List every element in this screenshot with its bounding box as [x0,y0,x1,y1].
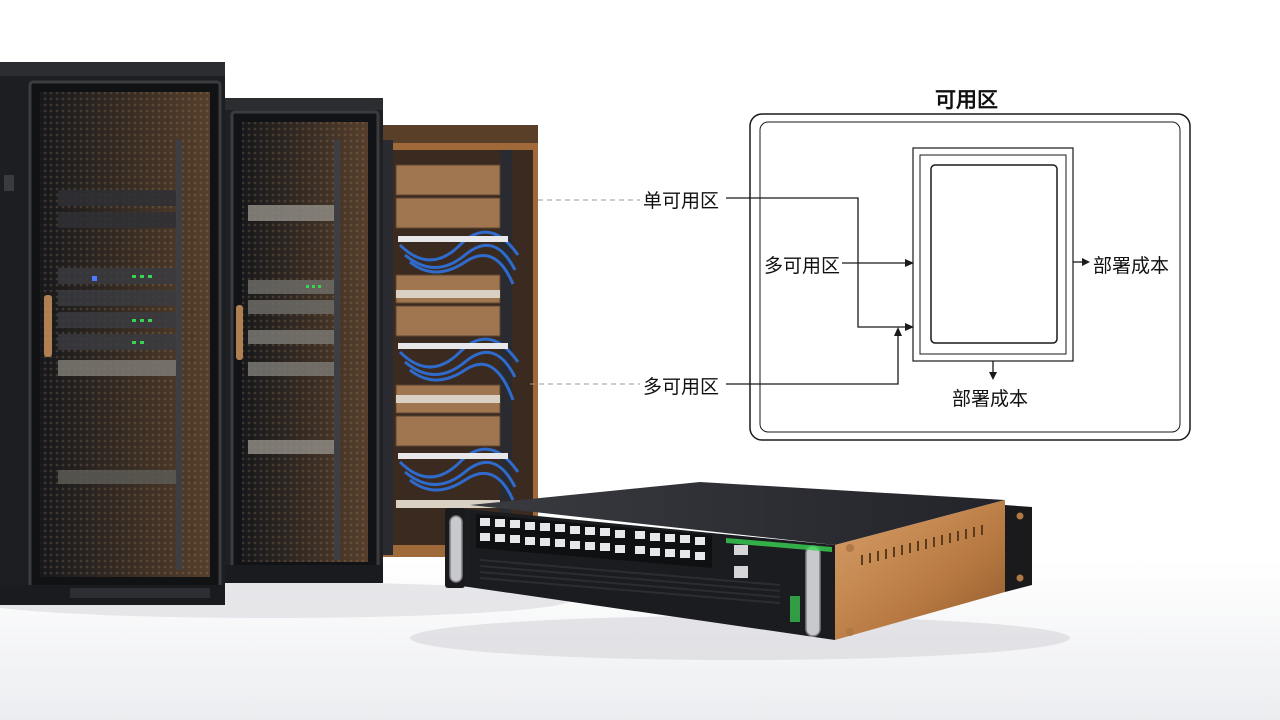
network-switch [445,482,1032,640]
availability-zone-outer-box [749,113,1191,441]
label-single-availability-zone: 单可用区 [643,190,720,212]
deployment-outer-frame [912,147,1074,362]
diagram-title: 可用区 [935,88,998,112]
server-rack-2 [225,98,383,583]
server-rack-3-open [383,125,538,557]
availability-zone-inner-box [759,121,1181,433]
deployment-inner-frame [930,164,1058,344]
availability-zone-diagram [726,113,1191,441]
server-rack-1 [0,62,225,605]
deployment-middle-frame [919,154,1067,355]
label-deployment-cost-right: 部署成本 [1093,255,1170,277]
label-multi-availability-zone-bottom: 多可用区 [643,376,720,398]
label-multi-availability-zone-left: 多可用区 [764,255,841,277]
label-deployment-cost-bottom: 部署成本 [952,388,1029,410]
